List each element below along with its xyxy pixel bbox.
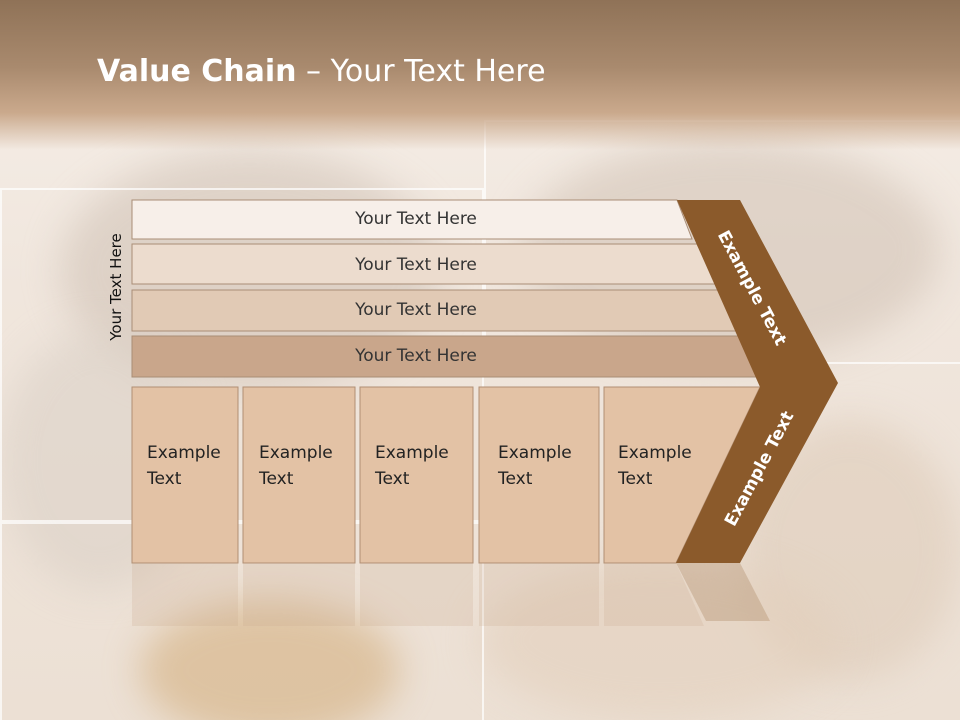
- cell-text-2-line2: Text: [259, 469, 294, 489]
- cell-text-1-line2: Text: [147, 469, 182, 489]
- activity-cell-1: [131, 386, 239, 564]
- title-rest: – Your Text Here: [296, 54, 546, 89]
- row-label-1: Your Text Here: [355, 209, 477, 229]
- cell-text-3-line2: Text: [375, 469, 410, 489]
- cell-text-3-line1: Example: [375, 443, 449, 463]
- cell-text-4-line1: Example: [498, 443, 572, 463]
- activity-cell-2: [242, 386, 356, 564]
- title-bold: Value Chain: [97, 54, 297, 89]
- cell-text-2-line1: Example: [259, 443, 333, 463]
- cell-text-5-line2: Text: [618, 469, 653, 489]
- reflection: [132, 563, 770, 626]
- page-title: Value Chain – Your Text Here: [97, 54, 546, 89]
- row-label-3: Your Text Here: [355, 300, 477, 320]
- activity-cell-4: [478, 386, 600, 564]
- row-label-4: Your Text Here: [355, 346, 477, 366]
- value-chain-arrow: [676, 200, 838, 563]
- cell-text-5-line1: Example: [618, 443, 692, 463]
- row-label-2: Your Text Here: [355, 255, 477, 275]
- cell-text-1-line1: Example: [147, 443, 221, 463]
- cell-text-4-line2: Text: [498, 469, 533, 489]
- row-bar-1: [131, 199, 693, 240]
- activity-cell-3: [359, 386, 474, 564]
- title-bar: [0, 0, 960, 150]
